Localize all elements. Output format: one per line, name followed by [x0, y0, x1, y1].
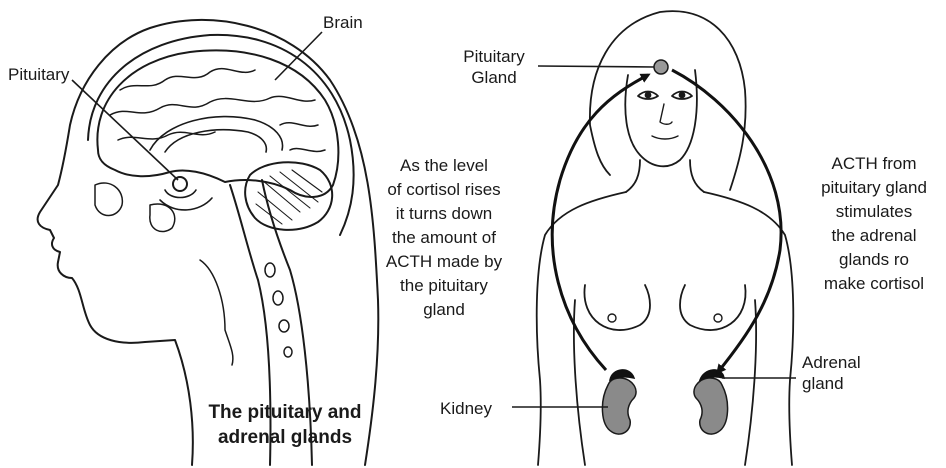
stimulation-note-line: make cortisol [806, 272, 942, 296]
pituitary-gland-label: Pituitary Gland [452, 46, 536, 88]
feedback-note-line: of cortisol rises [370, 178, 518, 202]
pituitary-gland-body [654, 60, 668, 74]
stimulation-note-line: the adrenal [806, 224, 942, 248]
pituitary-gland-head [173, 177, 187, 191]
pituitary-gland-label-line: Pituitary [452, 46, 536, 67]
nipple-right [714, 314, 722, 322]
feedback-arrow [552, 75, 648, 370]
feedback-note-line: the pituitary [370, 274, 518, 298]
kidney-left [602, 370, 636, 434]
kidney-right-shape [694, 378, 728, 434]
adrenal-gland-label-line: Adrenal [802, 352, 861, 373]
stimulation-note-line: stimulates [806, 200, 942, 224]
vertebra [284, 347, 292, 357]
figure-title: The pituitary and adrenal glands [190, 400, 380, 450]
feedback-note: As the level of cortisol rises it turns … [370, 154, 518, 322]
skull-line [88, 35, 354, 235]
figure-title-line: adrenal glands [190, 425, 380, 450]
brain-folds [110, 69, 325, 152]
breast-left [584, 285, 650, 330]
feedback-note-line: gland [370, 298, 518, 322]
stimulation-note-line: glands ro [806, 248, 942, 272]
vertebra [273, 291, 283, 305]
feedback-note-line: ACTH made by [370, 250, 518, 274]
pituitary-gland-leader-line [538, 66, 654, 67]
mouth [652, 136, 678, 139]
nipple-left [608, 314, 616, 322]
feedback-note-line: the amount of [370, 226, 518, 250]
stimulation-note-line: ACTH from [806, 152, 942, 176]
kidney-left-shape [602, 378, 636, 434]
figure-title-line: The pituitary and [190, 400, 380, 425]
body-illustration [537, 11, 794, 465]
breast-right [680, 285, 746, 330]
throat [200, 260, 233, 365]
hair [590, 11, 746, 190]
vertebra [265, 263, 275, 277]
neck [626, 160, 704, 192]
feedback-note-line: it turns down [370, 202, 518, 226]
vertebra [279, 320, 289, 332]
left-pupil [646, 93, 651, 98]
sinus [95, 183, 175, 232]
brain-label: Brain [323, 12, 363, 33]
adrenal-gland-label-line: gland [802, 373, 861, 394]
nose [660, 104, 672, 124]
head-profile-illustration [38, 20, 379, 465]
pituitary-label: Pituitary [8, 64, 69, 85]
right-pupil [680, 93, 685, 98]
kidney-right [694, 370, 728, 434]
pituitary-gland-label-line: Gland [452, 67, 536, 88]
stimulation-note: ACTH from pituitary gland stimulates the… [806, 152, 942, 296]
brain-outline [97, 50, 338, 197]
adrenal-gland-label: Adrenal gland [802, 352, 861, 394]
kidney-label: Kidney [440, 398, 492, 419]
stimulation-note-line: pituitary gland [806, 176, 942, 200]
feedback-note-line: As the level [370, 154, 518, 178]
